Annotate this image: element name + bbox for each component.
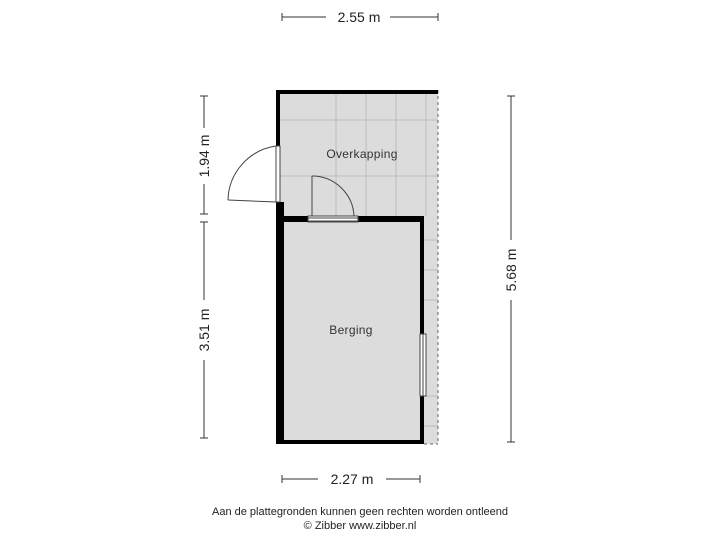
berging-floor [284, 222, 420, 440]
dimension-right [507, 95, 515, 443]
dimension-bottom [281, 475, 421, 483]
overkapping-tile-grid [280, 94, 438, 427]
walls [276, 90, 438, 444]
overkapping-floor [280, 94, 438, 216]
berging-window [419, 333, 427, 397]
inner-door [307, 175, 359, 223]
room-label-berging: Berging [329, 323, 372, 337]
dimension-bottom-label: 2.27 m [331, 471, 374, 487]
side-door [227, 145, 281, 203]
footer-copyright: © Zibber www.zibber.nl [303, 520, 417, 532]
room-label-overkapping: Overkapping [326, 147, 397, 161]
dimension-left-upper [200, 95, 208, 215]
dimension-left-lower-label: 3.51 m [196, 309, 212, 352]
dimension-top [281, 13, 439, 21]
side-strip-floor [424, 216, 438, 444]
dimension-top-label: 2.55 m [338, 9, 381, 25]
footer-disclaimer: Aan de plattegronden kunnen geen rechten… [211, 506, 508, 518]
dimension-right-label: 5.68 m [503, 249, 519, 292]
dimension-left-upper-label: 1.94 m [196, 135, 212, 178]
dimension-left-lower [200, 221, 208, 439]
